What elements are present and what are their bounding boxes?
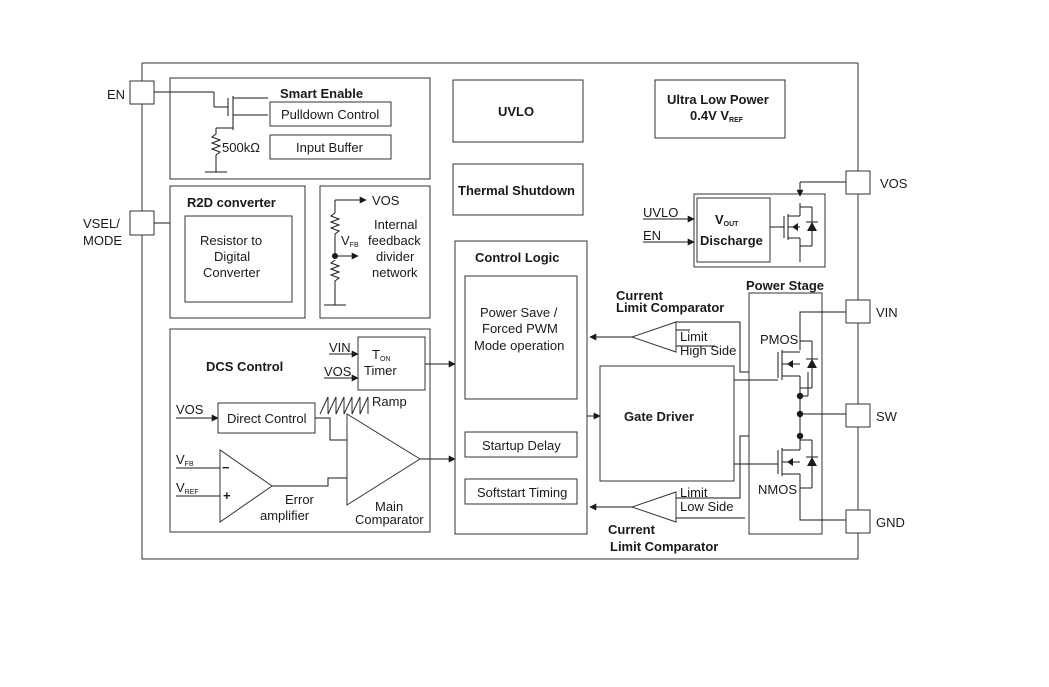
discharge-mosfet-icon bbox=[770, 181, 846, 262]
thermal-shutdown-label: Thermal Shutdown bbox=[458, 183, 575, 198]
power-stage-title: Power Stage bbox=[746, 278, 824, 293]
ton-vos-input: VOS bbox=[324, 364, 352, 379]
pin-sw: SW bbox=[845, 403, 898, 428]
power-save-box bbox=[464, 275, 578, 400]
direct-control-vos-input: VOS bbox=[176, 402, 204, 417]
smart-enable-title: Smart Enable bbox=[280, 86, 363, 101]
resistor-to-digital-box bbox=[184, 215, 293, 303]
svg-text:VOS: VOS bbox=[880, 176, 908, 191]
main-comparator-label1: Main bbox=[375, 499, 403, 514]
input-buffer-label: Input Buffer bbox=[296, 140, 364, 155]
gate-driver-label: Gate Driver bbox=[624, 409, 694, 424]
softstart-box bbox=[464, 478, 578, 505]
r2d-line2: Digital bbox=[214, 249, 250, 264]
ultra-low-power-block bbox=[654, 79, 786, 139]
pin-vin: VIN bbox=[845, 299, 898, 324]
r2d-line1: Resistor to bbox=[200, 233, 262, 248]
low-side-comparator-icon bbox=[589, 435, 808, 523]
main-comparator-icon bbox=[272, 413, 456, 506]
power-save-line3: Mode operation bbox=[474, 338, 564, 353]
pulldown-transistor bbox=[154, 91, 268, 130]
feedback-vos-label: VOS bbox=[372, 193, 400, 208]
feedback-line1: Internal bbox=[374, 217, 417, 232]
pulldown-control-box bbox=[269, 101, 392, 127]
svg-text:SW: SW bbox=[876, 409, 898, 424]
uvlo-block bbox=[452, 79, 584, 143]
low-side-side: Low Side bbox=[680, 499, 733, 514]
power-save-line2: Forced PWM bbox=[482, 321, 558, 336]
softstart-label: Softstart Timing bbox=[477, 485, 567, 500]
nmos-transistor-icon bbox=[734, 439, 846, 521]
ton-vin-input: VIN bbox=[329, 340, 351, 355]
startup-delay-label: Startup Delay bbox=[482, 438, 561, 453]
svg-text:GND: GND bbox=[876, 515, 905, 530]
svg-text:MODE: MODE bbox=[83, 233, 122, 248]
error-amplifier-icon bbox=[176, 449, 273, 523]
svg-text:VSEL/: VSEL/ bbox=[83, 216, 120, 231]
high-side-side: High Side bbox=[680, 343, 736, 358]
main-comparator-label2: Comparator bbox=[355, 512, 424, 527]
thermal-shutdown-block bbox=[452, 163, 584, 216]
pulldown-control-label: Pulldown Control bbox=[281, 107, 379, 122]
svg-text:EN: EN bbox=[107, 87, 125, 102]
ramp-label: Ramp bbox=[372, 394, 407, 409]
r2d-line3: Converter bbox=[203, 265, 261, 280]
feedback-line4: network bbox=[372, 265, 418, 280]
vout-discharge-line2: Discharge bbox=[700, 233, 763, 248]
error-amp-vfb-input: VFB bbox=[176, 452, 194, 468]
timer-label: Timer bbox=[364, 363, 397, 378]
high-side-title1: Current bbox=[616, 288, 664, 303]
high-side-limit: Limit bbox=[680, 329, 708, 344]
low-side-title2: Limit Comparator bbox=[610, 539, 718, 554]
error-amp-vref-input: VREF bbox=[176, 480, 199, 496]
sw-node bbox=[796, 372, 846, 450]
control-logic-title: Control Logic bbox=[475, 250, 560, 265]
input-buffer-box bbox=[269, 134, 392, 160]
pin-gnd: GND bbox=[845, 509, 905, 534]
power-save-line1: Power Save / bbox=[480, 305, 558, 320]
startup-delay-box bbox=[464, 431, 578, 458]
feedback-resistor-network-icon bbox=[324, 196, 367, 306]
pin-en: EN bbox=[107, 80, 155, 105]
ramp-icon bbox=[319, 396, 369, 415]
svg-text:VIN: VIN bbox=[876, 305, 898, 320]
ton-timer-box bbox=[357, 336, 426, 391]
feedback-line2: feedback bbox=[368, 233, 421, 248]
r2d-title: R2D converter bbox=[187, 195, 276, 210]
feedback-line3: divider bbox=[376, 249, 415, 264]
pmos-transistor-icon bbox=[734, 311, 846, 396]
ton-label: TON bbox=[372, 347, 390, 363]
resistor-value: 500kΩ bbox=[222, 140, 260, 155]
direct-control-box bbox=[217, 402, 316, 434]
resistor-500k-icon bbox=[205, 128, 227, 173]
nmos-label: NMOS bbox=[758, 482, 797, 497]
error-amp-label2: amplifier bbox=[260, 508, 310, 523]
ulp-line2: 0.4V VREF bbox=[690, 108, 744, 124]
low-side-title1: Current bbox=[608, 522, 656, 537]
pmos-label: PMOS bbox=[760, 332, 799, 347]
dcs-title: DCS Control bbox=[206, 359, 283, 374]
gate-driver-block bbox=[599, 365, 735, 482]
pin-vos: VOS bbox=[845, 170, 908, 195]
high-side-title2: Limit Comparator bbox=[616, 300, 724, 315]
direct-control-label: Direct Control bbox=[227, 411, 307, 426]
error-amp-plus: + bbox=[223, 488, 231, 503]
error-amp-minus: − bbox=[222, 460, 230, 475]
low-side-limit: Limit bbox=[680, 485, 708, 500]
vout-discharge-line1: VOUT bbox=[715, 212, 739, 228]
feedback-vfb-label: VFB bbox=[341, 233, 359, 249]
discharge-en-input: EN bbox=[643, 228, 661, 243]
error-amp-label1: Error bbox=[285, 492, 315, 507]
vout-discharge-inner bbox=[696, 197, 771, 263]
smart-enable-block bbox=[169, 77, 431, 180]
discharge-uvlo-input: UVLO bbox=[643, 205, 678, 220]
uvlo-label: UVLO bbox=[498, 104, 534, 119]
ulp-line1: Ultra Low Power bbox=[667, 92, 769, 107]
pin-vsel-mode: VSEL/ MODE bbox=[83, 210, 155, 248]
feedback-divider-block bbox=[319, 185, 431, 319]
